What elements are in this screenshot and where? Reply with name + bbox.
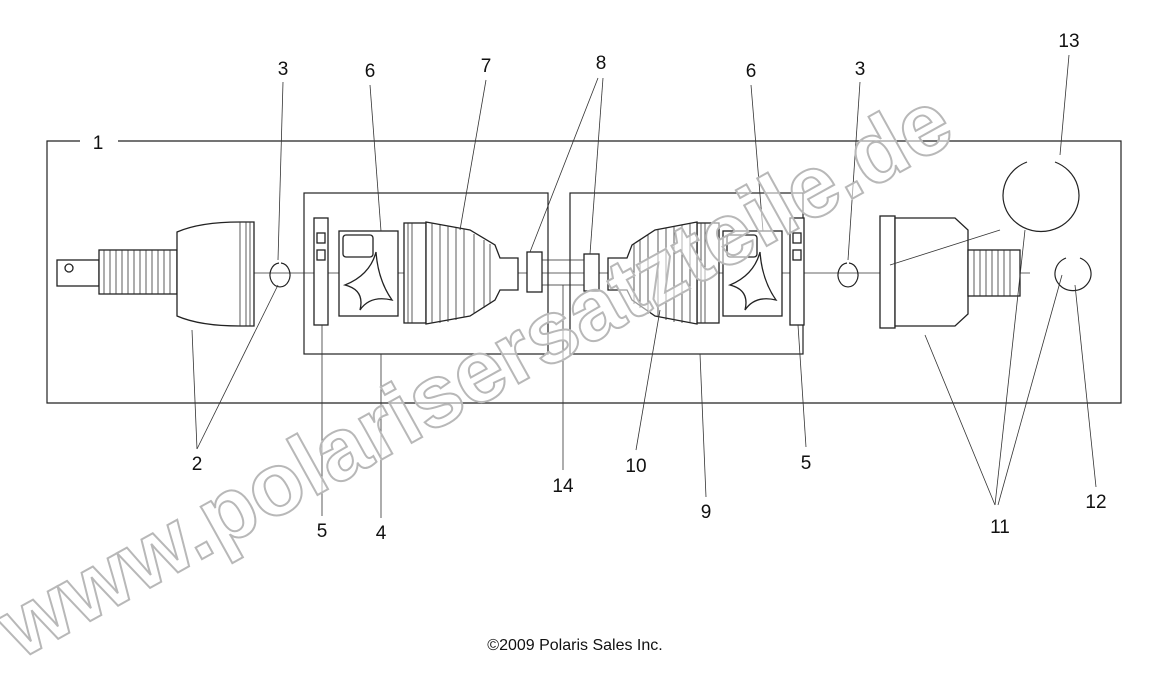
small-snap-ring <box>1054 257 1092 292</box>
circlip-left <box>269 262 291 288</box>
callout-5-right: 5 <box>801 453 812 474</box>
callout-8: 8 <box>596 53 607 74</box>
circlip-right <box>837 262 859 288</box>
inner-cv-joint <box>879 215 1021 329</box>
copyright-notice: ©2009 Polaris Sales Inc. <box>487 637 662 654</box>
outer-cv-joint <box>56 221 255 327</box>
callout-6-right: 6 <box>746 61 757 82</box>
callout-3-left: 3 <box>278 59 289 80</box>
callout-4: 4 <box>376 523 387 544</box>
callout-1: 1 <box>93 133 104 154</box>
clamp-right <box>789 217 805 326</box>
grease-packet-left <box>338 230 399 317</box>
callout-14: 14 <box>552 476 574 497</box>
grease-packet-right <box>722 230 783 317</box>
callout-9: 9 <box>701 502 712 523</box>
boot-inner <box>607 221 720 325</box>
callout-3-right: 3 <box>855 59 866 80</box>
watermark: www.polarisersatzteile.de <box>0 70 967 677</box>
callout-6-left: 6 <box>365 61 376 82</box>
clamp-left <box>313 217 329 326</box>
assembly-box <box>46 140 1122 404</box>
callout-11: 11 <box>990 517 1010 538</box>
callout-10: 10 <box>625 456 646 477</box>
callout-13: 13 <box>1058 31 1079 52</box>
boot-outer <box>403 221 519 325</box>
large-snap-ring <box>1002 161 1080 232</box>
boot-kit-box-4 <box>303 192 549 355</box>
leader-lines <box>191 54 1097 518</box>
callout-7: 7 <box>481 56 492 77</box>
callout-5-left: 5 <box>317 521 328 542</box>
callout-2: 2 <box>192 454 203 475</box>
callout-12: 12 <box>1085 492 1106 513</box>
